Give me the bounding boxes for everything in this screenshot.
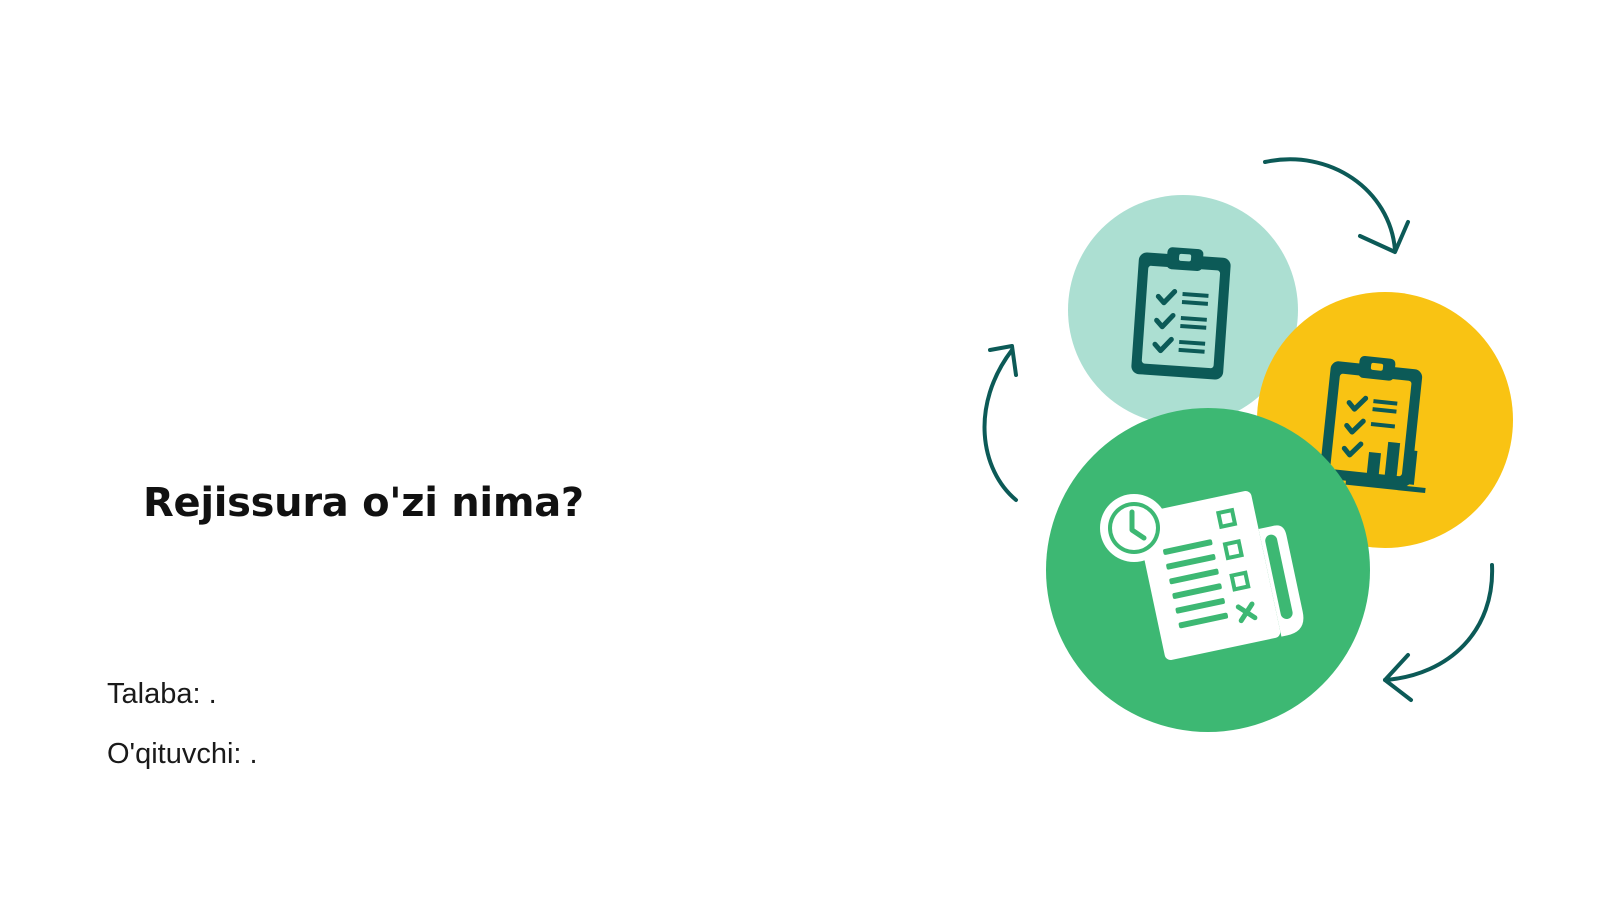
- clipboard-checklist-icon: [1131, 247, 1231, 380]
- cycle-arrow-icon: [1263, 157, 1410, 254]
- cycle-arrow-icon: [1383, 563, 1495, 702]
- teacher-line: O'qituvchi: .: [107, 738, 258, 770]
- clock-icon: [1100, 494, 1168, 562]
- clipboard-chart-icon: [1319, 355, 1426, 494]
- schedule-document-icon: [1135, 491, 1304, 661]
- cycle-arrow-icon: [982, 344, 1018, 502]
- process-illustration: [982, 157, 1513, 732]
- student-line: Talaba: .: [107, 678, 217, 710]
- slide-title: Rejissura o'zi nima?: [143, 480, 584, 526]
